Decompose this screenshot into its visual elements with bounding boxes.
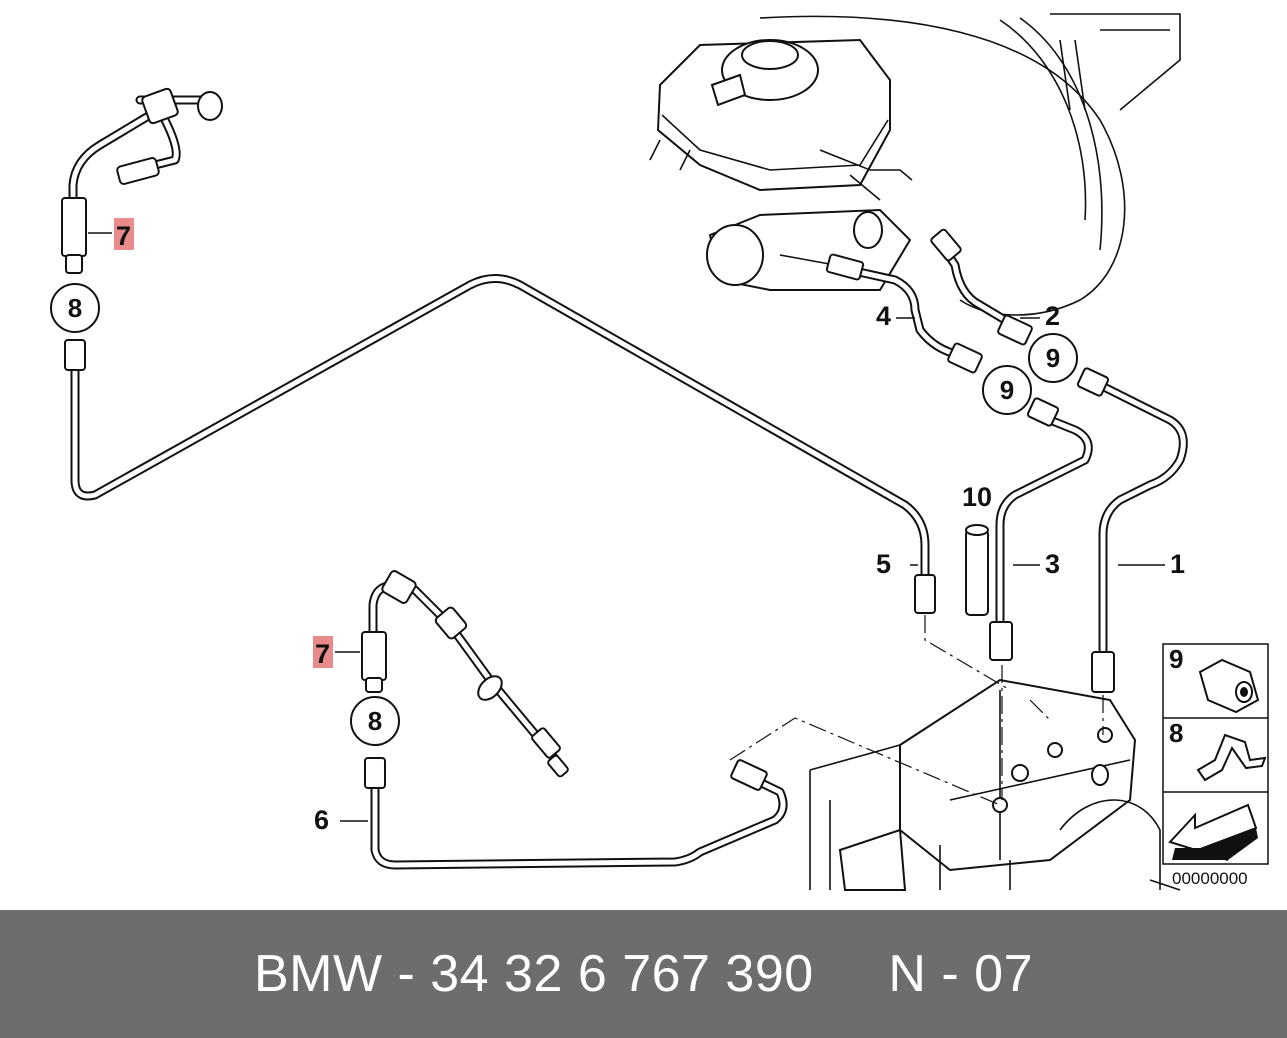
fitting-pipe3-top (1026, 397, 1060, 427)
brake-fluid-reservoir (649, 38, 891, 192)
circle-8-middle (350, 696, 400, 746)
highlight-7-middle (313, 636, 333, 668)
fitting-pipe3 (989, 621, 1013, 661)
protective-sleeve-part-10 (965, 524, 989, 616)
highlight-7-top (114, 218, 134, 250)
circle-8-top (50, 283, 100, 333)
circle-8-middle-label: 8 (368, 706, 382, 736)
nut-icon (1198, 658, 1260, 714)
fitting-pipe5-left (64, 339, 86, 371)
circle-9-right-label: 9 (1046, 343, 1060, 373)
circle-9-right (1028, 333, 1078, 383)
fitting-pipe6 (364, 757, 386, 789)
callout-2: 2 (1045, 301, 1060, 331)
abs-hydraulic-unit (809, 678, 1181, 891)
callout-1: 1 (1170, 549, 1185, 579)
callout-labels: 7 7 1 2 3 4 5 6 10 (114, 218, 1185, 835)
leader-lines (88, 232, 1165, 822)
part-number-text: BMW - 34 32 6 767 390 N - 07 (253, 945, 1034, 1003)
fitting-pipe2 (997, 314, 1033, 346)
fitting-pipe1 (1091, 651, 1115, 693)
circle-9-left (982, 365, 1032, 415)
callout-7-middle: 7 (315, 639, 330, 669)
legend-panel: 9 8 00000000 (1162, 643, 1269, 888)
callout-10: 10 (962, 482, 992, 512)
fitting-pipe4-mc (825, 253, 865, 281)
direction-arrow-icon (1168, 803, 1258, 861)
callout-5: 5 (876, 549, 891, 579)
callout-3: 3 (1045, 549, 1060, 579)
fitting-pipe1-top (1076, 367, 1110, 397)
fitting-pipe4 (947, 342, 983, 374)
callout-6: 6 (314, 805, 329, 835)
legend-item-8-label: 8 (1169, 718, 1183, 748)
brake-booster-assembly (759, 13, 1181, 316)
connection-lines (729, 615, 1104, 806)
circle-8-top-label: 8 (68, 293, 82, 323)
circled-callouts: 8 8 9 9 (50, 283, 1078, 746)
circle-9-left-label: 9 (1000, 375, 1014, 405)
brake-lines-diagram: 7 7 1 2 3 4 5 6 10 8 8 9 9 9 8 (50, 13, 1269, 891)
hose-sleeve-middle (361, 631, 387, 681)
diagram-code: 00000000 (1172, 869, 1248, 888)
part-number-footer: BMW - 34 32 6 767 390 N - 07 (0, 910, 1287, 1038)
legend-item-9-label: 9 (1169, 644, 1183, 674)
fitting-pipe5-right (914, 574, 936, 614)
callout-4: 4 (876, 301, 891, 331)
fitting-pipe2-mc (930, 228, 962, 262)
pipe-fittings (61, 87, 1115, 791)
callout-7-top: 7 (116, 221, 131, 251)
fitting-pipe6-right (730, 759, 768, 791)
hose-sleeve-top (61, 197, 87, 257)
bracket-clip-icon (1196, 733, 1267, 782)
